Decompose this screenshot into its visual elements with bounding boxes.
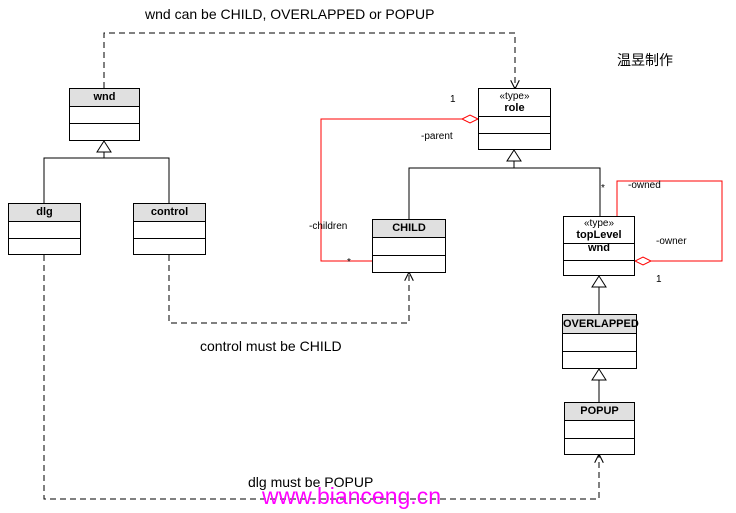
toplevel-multiplicity-star: * — [601, 183, 605, 194]
class-role[interactable]: «type» role — [478, 88, 551, 150]
class-popup-attributes — [565, 421, 634, 439]
class-role-header: «type» role — [479, 89, 550, 117]
class-wnd-attributes — [70, 107, 139, 124]
aggregation-toplevel-self — [616, 180, 723, 262]
generalization-dlg-control-wnd — [43, 152, 170, 203]
class-overlapped-operations — [563, 352, 636, 368]
class-toplevel-stereotype: «type» — [583, 218, 615, 229]
generalization-triangle-toplevel — [591, 275, 607, 288]
owner-multiplicity: 1 — [656, 274, 662, 285]
author-label: 温昱制作 — [617, 52, 673, 68]
class-control-name: control — [150, 206, 189, 218]
class-child-attributes — [373, 238, 445, 256]
class-dlg-operations — [9, 239, 80, 254]
class-dlg-attributes — [9, 222, 80, 239]
class-wnd-operations — [70, 124, 139, 140]
owned-label: -owned — [628, 180, 661, 191]
generalization-triangle-role — [506, 149, 522, 162]
class-overlapped-attributes — [563, 334, 636, 352]
class-popup-operations — [565, 439, 634, 454]
class-dlg-header: dlg — [9, 204, 80, 222]
dependency-control-child — [168, 255, 409, 324]
class-wnd-header: wnd — [70, 89, 139, 107]
class-role-name: role — [504, 102, 525, 114]
class-toplevel-header: «type» topLevel wnd — [564, 217, 634, 254]
caption-dlg-popup: dlg must be POPUP — [248, 474, 374, 490]
aggregation-diamond-toplevel — [633, 256, 653, 266]
class-wnd[interactable]: wnd — [69, 88, 140, 141]
class-toplevel-attributes — [564, 244, 634, 261]
class-child-name: CHILD — [392, 222, 426, 234]
dependency-wnd-role — [103, 32, 515, 88]
class-role-stereotype: «type» — [499, 91, 530, 102]
aggregation-role-children — [320, 118, 462, 262]
parent-label: -parent — [421, 131, 453, 142]
class-dlg-name: dlg — [36, 206, 53, 218]
class-control[interactable]: control — [133, 203, 206, 255]
class-overlapped-header: OVERLAPPED — [563, 315, 639, 334]
watermark: www.bianceng.cn — [262, 483, 441, 509]
generalization-triangle-overlapped — [591, 368, 607, 381]
class-role-attributes — [479, 117, 550, 134]
role-multiplicity: 1 — [450, 94, 456, 105]
dependency-dlg-popup — [43, 255, 599, 500]
class-child-operations — [373, 256, 445, 272]
class-toplevel-wnd[interactable]: «type» topLevel wnd — [563, 216, 635, 276]
generalization-triangle-wnd — [96, 140, 112, 153]
class-wnd-name: wnd — [93, 91, 116, 103]
class-control-attributes — [134, 222, 205, 239]
class-overlapped-name: OVERLAPPED — [563, 318, 639, 330]
child-multiplicity: * — [347, 257, 351, 268]
class-toplevel-operations — [564, 261, 634, 275]
aggregation-diamond-role — [460, 114, 480, 124]
generalization-child-toplevel-role — [408, 161, 601, 219]
class-child[interactable]: CHILD — [372, 219, 446, 273]
children-label: -children — [309, 221, 348, 232]
owner-label: -owner — [656, 236, 687, 247]
caption-top: wnd can be CHILD, OVERLAPPED or POPUP — [145, 6, 435, 22]
class-child-header: CHILD — [373, 220, 445, 238]
class-control-header: control — [134, 204, 205, 222]
class-overlapped[interactable]: OVERLAPPED — [562, 314, 639, 369]
caption-control-child: control must be CHILD — [200, 338, 342, 354]
class-control-operations — [134, 239, 205, 254]
class-popup-header: POPUP — [565, 403, 634, 421]
class-popup-name: POPUP — [580, 405, 619, 417]
class-role-operations — [479, 134, 550, 149]
class-toplevel-name: topLevel wnd — [576, 229, 622, 254]
class-popup[interactable]: POPUP — [564, 402, 635, 455]
class-dlg[interactable]: dlg — [8, 203, 81, 255]
